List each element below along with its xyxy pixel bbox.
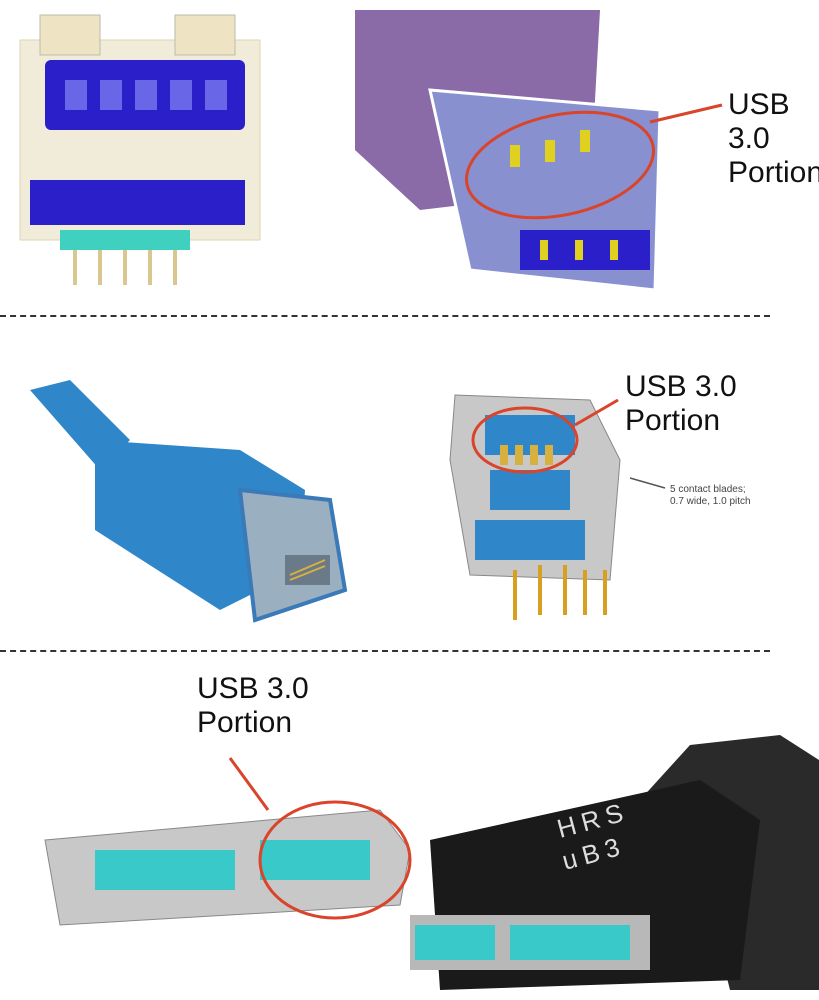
label-line: Portion xyxy=(728,156,819,189)
annotation-line: 5 contact blades; xyxy=(670,484,746,495)
type-a-receptacle xyxy=(19,14,261,285)
type-b-receptacle xyxy=(449,394,666,620)
annotation-line: 0.7 wide, 1.0 pitch xyxy=(670,496,751,507)
label-line: USB 3.0 xyxy=(197,672,309,705)
label-line: Portion xyxy=(197,706,293,739)
micro-b-plug: HRS uB3 xyxy=(410,735,819,990)
type-a-label: USB 3.0 Portion xyxy=(728,88,819,190)
type-a-plug xyxy=(355,10,723,292)
micro-b-receptacle xyxy=(44,757,412,926)
type-b-plug xyxy=(30,380,348,623)
section-divider xyxy=(0,315,770,317)
type-a-callout-circle xyxy=(464,110,656,220)
micro-b-callout-circle xyxy=(258,800,412,920)
micro-b-label: USB 3.0 Portion xyxy=(197,672,309,740)
label-line: Portion xyxy=(625,404,721,437)
contact-blades-annotation: 5 contact blades; 0.7 wide, 1.0 pitch xyxy=(670,484,751,508)
type-b-label: USB 3.0 Portion xyxy=(625,370,737,438)
section-divider xyxy=(0,650,770,652)
label-line: USB 3.0 xyxy=(625,370,737,403)
label-line: USB 3.0 xyxy=(728,88,790,155)
type-b-callout-circle xyxy=(471,406,579,474)
